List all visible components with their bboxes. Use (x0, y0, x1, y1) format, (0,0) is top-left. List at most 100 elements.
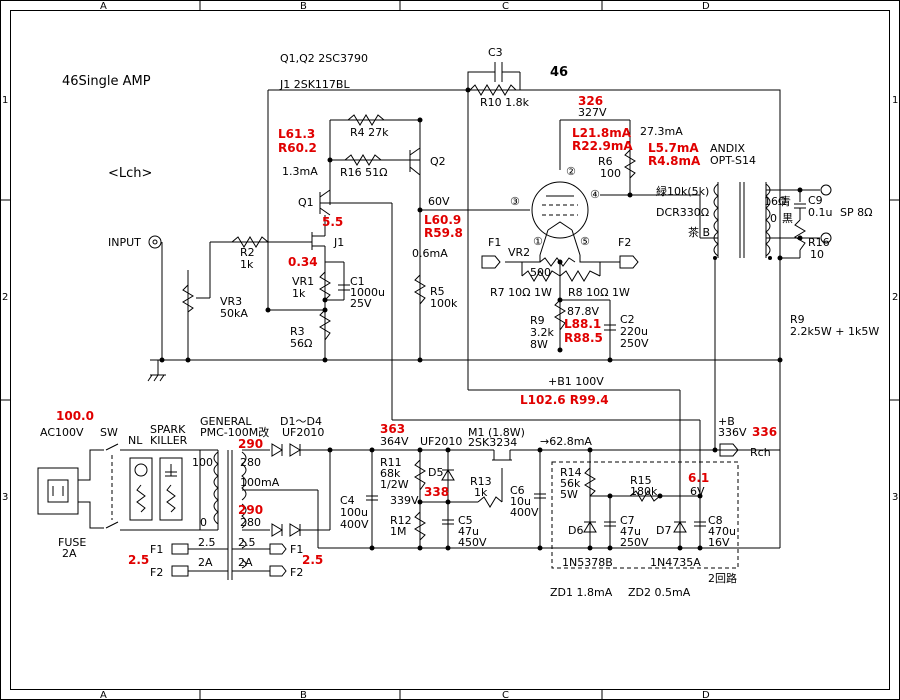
r9-watt: 8W (530, 338, 548, 351)
r3-label: R3 (290, 325, 305, 338)
b-plus-label: +B (718, 415, 735, 428)
heater-f2-left: F2 (150, 566, 163, 579)
r11-value: 68k (380, 467, 401, 480)
c4-value: 100u (340, 506, 368, 519)
grid-row-2: 2 (2, 292, 8, 303)
r16-label: R16 51Ω (340, 166, 388, 179)
current-1-3ma: 1.3mA (282, 165, 318, 178)
c2-label: C2 (620, 313, 635, 326)
vr3-label: VR3 (220, 295, 242, 308)
fet-note: J1 2SK117BL (279, 78, 350, 91)
heater-measured-left: 2.5 (128, 553, 149, 567)
opt-brown: 茶 B (688, 226, 710, 239)
q1-label: Q1 (298, 196, 314, 209)
q1-voltage-l: L61.3 (278, 127, 315, 141)
vr2-value: 500 (530, 266, 551, 279)
f2-tube-label: F2 (618, 236, 631, 249)
b-plus-voltage: 336V (718, 426, 747, 439)
opt-zero: 0 (770, 212, 777, 225)
opt-primary-green: 緑10k(5k) (656, 184, 709, 198)
r9b-value: 2.2k5W + 1k5W (790, 325, 879, 338)
rectifier-part: UF2010 (282, 426, 324, 439)
pt-tap-100: 100 (192, 456, 213, 469)
zd2-current: ZD2 0.5mA (628, 586, 691, 599)
grid-col-d: D (702, 1, 710, 12)
heater-f1-left: F1 (150, 543, 163, 556)
hv-tap-1: 280 (240, 456, 261, 469)
j1-source-voltage: 0.34 (288, 255, 318, 269)
r12-label: R12 (390, 514, 412, 527)
zd1-current: ZD1 1.8mA (550, 586, 613, 599)
gate-voltage: 339V (390, 494, 419, 507)
voltage-60v: 60V (428, 195, 450, 208)
opt-black: 黒 (782, 212, 793, 225)
c8-label: C8 (708, 514, 723, 527)
cathode-voltage-r: R88.5 (564, 331, 603, 345)
c7-value: 47u (620, 525, 641, 538)
heater-bias-measured: 6.1 (688, 471, 709, 485)
heater-current-1: 2A (198, 556, 213, 569)
c9-label: C9 (808, 194, 823, 207)
heater-bias-voltage: 6V (690, 485, 705, 498)
r9-value: 3.2k (530, 326, 554, 339)
current-0-6ma: 0.6mA (412, 247, 448, 260)
plate-voltage-measured: 326 (578, 94, 603, 108)
tube-pin-3: ③ (510, 195, 520, 208)
m1-label: M1 (1.8W) (468, 426, 525, 439)
c7-label: C7 (620, 514, 635, 527)
c6-voltage: 400V (510, 506, 539, 519)
grid-col-a: A (100, 1, 107, 12)
c7-voltage: 250V (620, 536, 649, 549)
r14-label: R14 (560, 466, 582, 479)
d6-label: D6 (568, 524, 583, 537)
drive-voltage-l: L60.9 (424, 213, 461, 227)
c1-voltage: 25V (350, 297, 372, 310)
zd2-part: 1N4735A (650, 556, 701, 569)
r12-value: 1M (390, 525, 407, 538)
nl-label: NL (128, 434, 143, 447)
r15-label: R15 (630, 474, 652, 487)
fuse-label: FUSE (58, 536, 86, 549)
r13-label: R13 (470, 475, 492, 488)
pt-brand: GENERAL (200, 415, 252, 428)
d5-label: D5 (428, 466, 443, 479)
plate-voltage: 327V (578, 106, 607, 119)
transistor-note: Q1,Q2 2SC3790 (280, 52, 368, 65)
vr1-label: VR1 (292, 275, 314, 288)
d7-label: D7 (656, 524, 671, 537)
mains-label: AC100V (40, 426, 84, 439)
cathode-voltage-l: L88.1 (564, 317, 601, 331)
c8-value: 470u (708, 525, 736, 538)
opt-brand: ANDIX (710, 142, 745, 155)
heater-f2-right: F2 (290, 566, 303, 579)
b1-measured: L102.6 R99.4 (520, 393, 609, 407)
hv-measured-1: 290 (238, 437, 263, 451)
r9-label: R9 (530, 314, 545, 327)
opt-16ohm: 16Ω (764, 195, 786, 208)
r16b-label: R16 (808, 236, 830, 249)
r15-value: 180k (630, 485, 658, 498)
c5-label: C5 (458, 514, 473, 527)
amp-wiring (147, 62, 820, 548)
grid-row-2-right: 2 (892, 292, 898, 303)
vr2-label: VR2 (508, 246, 530, 259)
j1-label: J1 (333, 236, 344, 249)
grid-row-1-right: 1 (892, 95, 898, 106)
tube-pin-1: ① (533, 235, 543, 248)
grid-row-1: 1 (2, 95, 8, 106)
fuse-rating: 2A (62, 547, 77, 560)
b-measured: 363 (380, 422, 405, 436)
m1-part: 2SK3234 (468, 436, 517, 449)
c2-value: 220u (620, 325, 648, 338)
psu-junctions (327, 447, 718, 551)
cathode-voltage: 87.8V (567, 305, 599, 318)
r2-value: 1k (240, 258, 254, 271)
r14-value: 56k (560, 477, 581, 490)
gate-voltage-measured: 338 (424, 485, 449, 499)
psu-wiring (37, 258, 781, 580)
b-plus-measured: 336 (752, 425, 777, 439)
tube-pin-5: ⑤ (580, 235, 590, 248)
c5-value: 47u (458, 525, 479, 538)
r11-watt: 1/2W (380, 478, 409, 491)
